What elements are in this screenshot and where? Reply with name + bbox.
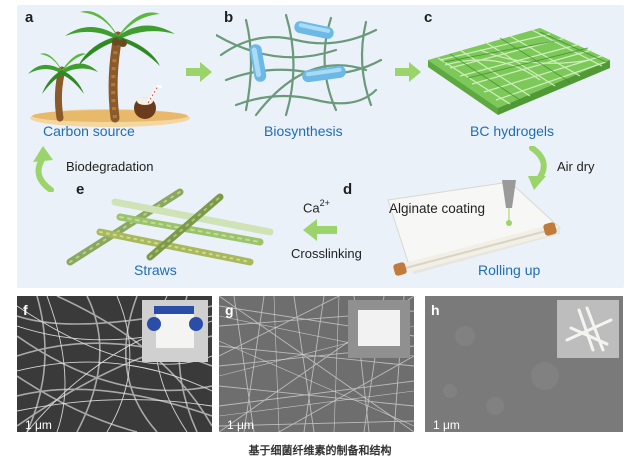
arrow-b-to-c xyxy=(395,62,421,82)
alginate-coating-label: Alginate coating xyxy=(389,201,486,216)
panel-b-label: b xyxy=(224,9,234,26)
arrow-c-to-d xyxy=(524,146,554,190)
panel-d-illustration xyxy=(370,178,570,278)
inset-g xyxy=(348,300,410,358)
scale-text-g: 1 μm xyxy=(227,418,254,432)
dried-film-photo-icon xyxy=(348,300,410,358)
arrow-d-to-e xyxy=(303,219,337,241)
straws-photo-icon xyxy=(557,300,619,358)
panel-c-illustration xyxy=(420,20,615,115)
panel-h-label: h xyxy=(431,302,440,318)
right-arrow-icon xyxy=(395,62,421,82)
arrow-a-to-b xyxy=(186,62,212,82)
right-arrow-icon xyxy=(186,62,212,82)
biodegradation-label: Biodegradation xyxy=(66,159,154,174)
panel-e-illustration xyxy=(60,182,290,272)
air-dry-label: Air dry xyxy=(557,159,595,174)
rolling-up-caption: Rolling up xyxy=(478,262,541,278)
inset-f xyxy=(142,300,208,362)
panel-b-illustration xyxy=(216,10,386,120)
figure-caption: 基于细菌纤维素的制备和结构 xyxy=(248,444,392,457)
sem-panel-g: g 1 μm xyxy=(219,296,414,432)
straws-caption: Straws xyxy=(134,262,177,278)
sem-panel-f: f 1 μm xyxy=(17,296,212,432)
rolling-sheet-icon xyxy=(387,180,562,276)
bacteria-fibers-icon xyxy=(216,13,383,117)
curved-arrow-icon xyxy=(528,146,547,190)
panel-d-label: d xyxy=(343,181,353,198)
crosslinking-label: Crosslinking xyxy=(291,246,362,261)
curved-arrow-icon xyxy=(33,146,54,192)
bc-hydrogels-caption: BC hydrogels xyxy=(470,123,555,139)
hydrogel-slab-icon xyxy=(428,28,610,115)
hydrogel-sheet-photo-icon xyxy=(142,300,208,362)
ca-ion-text: Ca xyxy=(303,200,320,216)
panel-e-label: e xyxy=(76,181,85,198)
carbon-source-caption: Carbon source xyxy=(43,123,135,139)
panel-a-illustration xyxy=(20,8,190,128)
biosynthesis-caption: Biosynthesis xyxy=(264,123,343,139)
panel-f-label: f xyxy=(23,302,28,318)
ca-charge-text: 2+ xyxy=(319,198,330,208)
arrow-e-to-a xyxy=(29,146,61,192)
sem-panel-h: h 1 μm xyxy=(425,296,623,432)
panel-a-label: a xyxy=(25,9,34,26)
scale-text-f: 1 μm xyxy=(25,418,52,432)
panel-c-label: c xyxy=(424,9,433,26)
panel-g-label: g xyxy=(225,302,234,318)
left-arrow-icon xyxy=(303,219,337,241)
inset-h xyxy=(557,300,619,358)
ca-ion-label: Ca2+ xyxy=(303,198,330,217)
palm-tree-icon xyxy=(28,11,190,127)
straws-icon xyxy=(66,188,274,266)
scale-text-h: 1 μm xyxy=(433,418,460,432)
